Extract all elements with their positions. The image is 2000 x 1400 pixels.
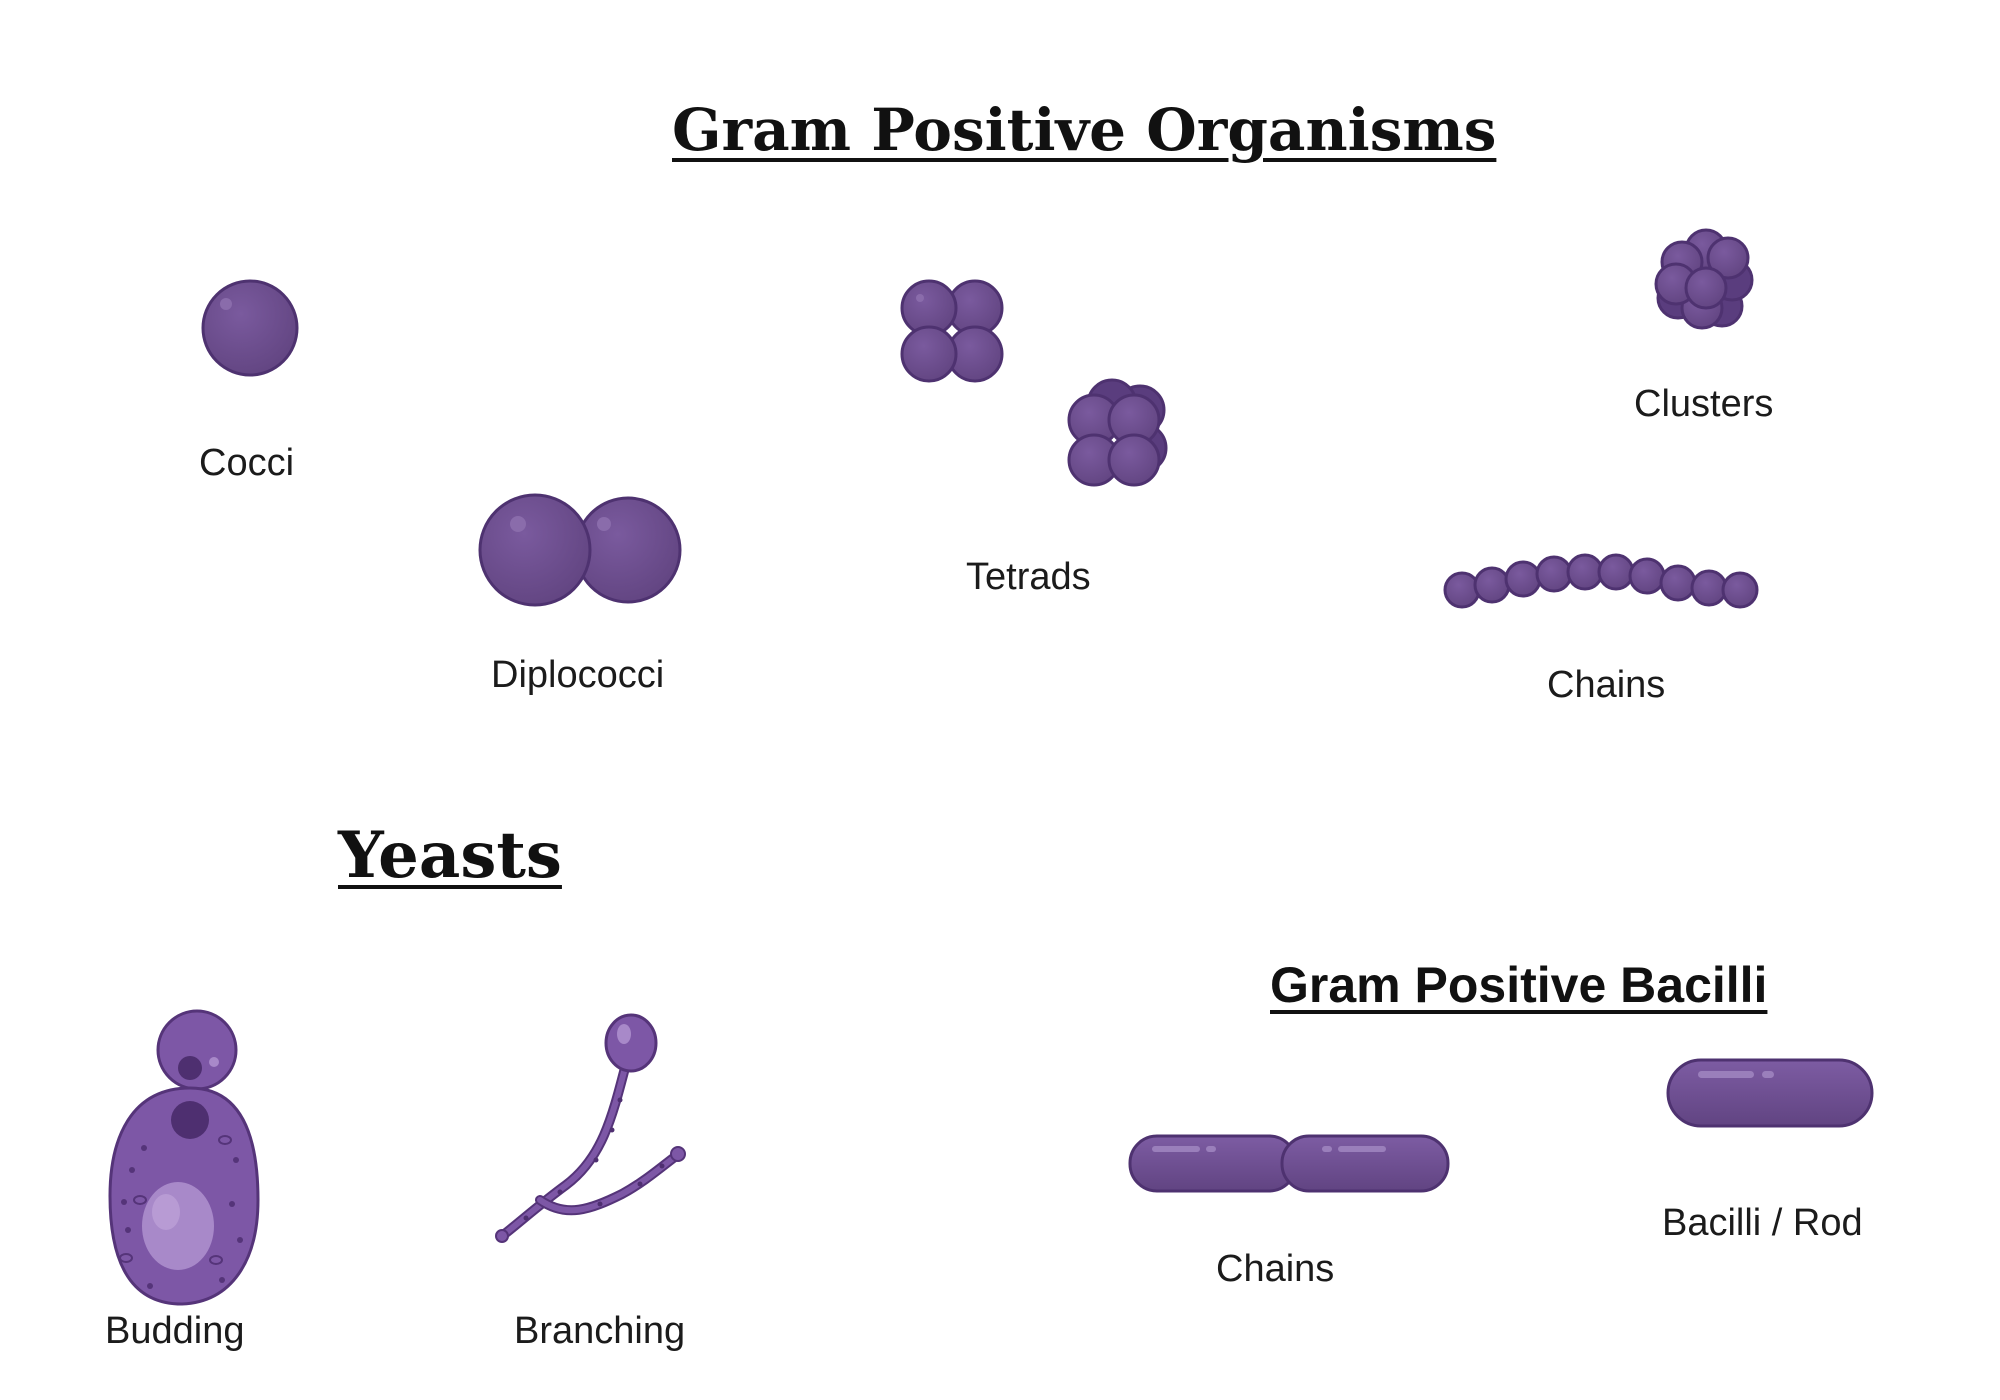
bacilli-chain-rods	[1128, 1134, 1450, 1193]
title-gram-positive-bacilli: Gram Positive Bacilli	[1270, 957, 1768, 1013]
cocci-cell	[201, 279, 299, 377]
label-cocci: Cocci	[199, 442, 295, 484]
label-clusters: Clusters	[1634, 383, 1774, 425]
cocci-chain-cells	[1443, 553, 1759, 609]
clusters-cells	[1654, 228, 1754, 330]
branching-hyphae	[495, 1013, 686, 1243]
label-bacilli-rod: Bacilli / Rod	[1662, 1202, 1863, 1244]
tetrad-2	[1067, 378, 1168, 487]
title-gram-positive-organisms: Gram Positive Organisms	[672, 96, 1497, 164]
tetrad-1	[900, 279, 1004, 383]
label-tetrads: Tetrads	[966, 556, 1091, 598]
label-cocci-chains: Chains	[1547, 664, 1666, 706]
label-budding: Budding	[105, 1310, 245, 1352]
label-branching: Branching	[514, 1310, 686, 1352]
bacillus-rod	[1666, 1058, 1874, 1128]
label-bacilli-chains: Chains	[1216, 1248, 1335, 1290]
title-yeasts: Yeasts	[338, 818, 562, 893]
diplococci-cells	[478, 493, 682, 607]
label-diplococci: Diplococci	[491, 654, 665, 696]
budding-yeast	[108, 1009, 260, 1306]
